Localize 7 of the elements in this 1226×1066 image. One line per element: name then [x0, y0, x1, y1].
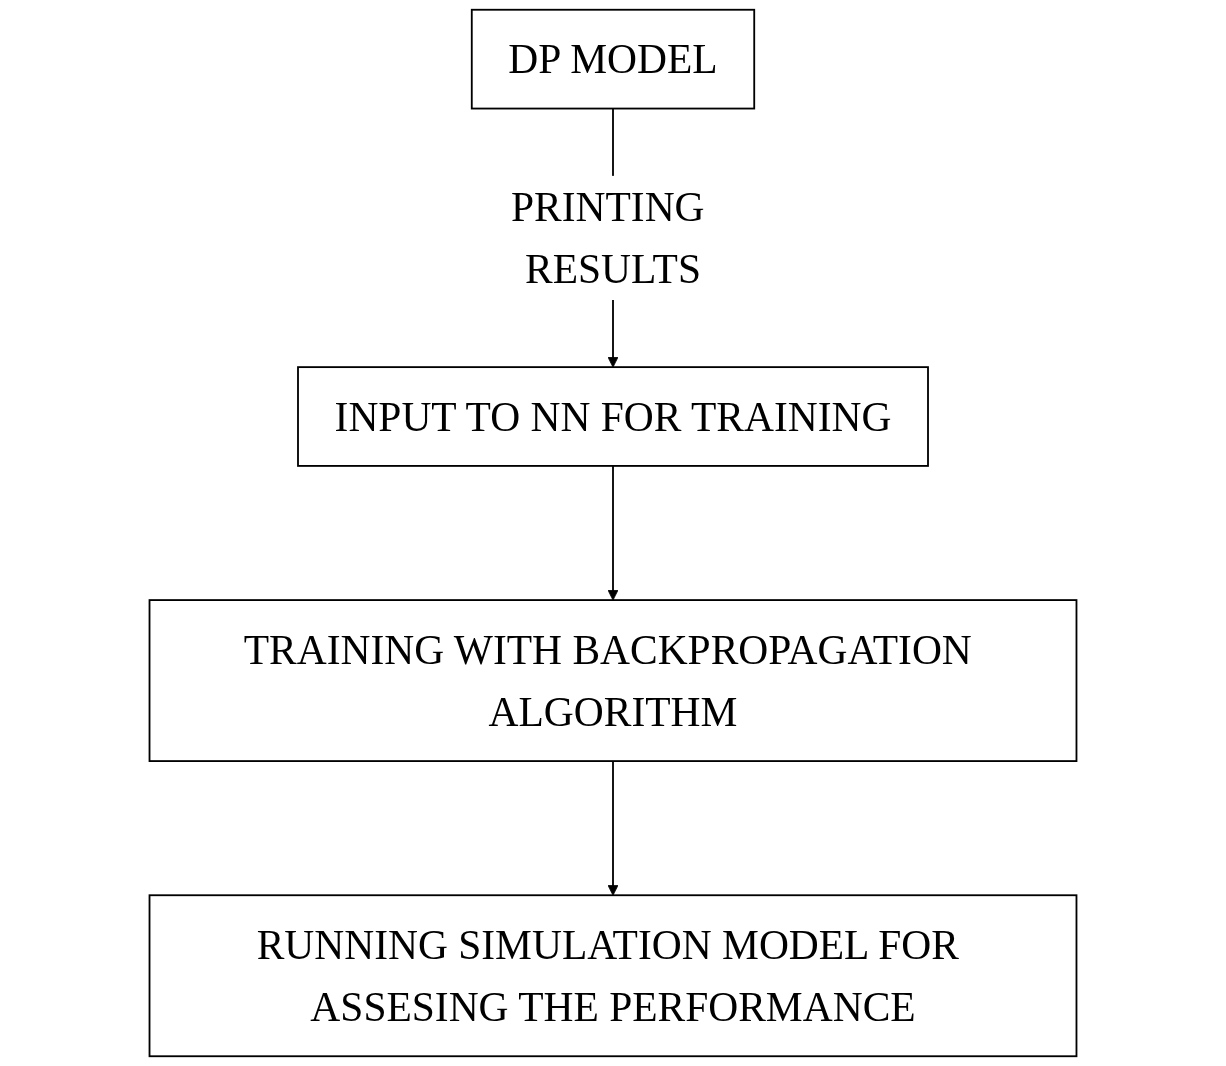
- node-box: DP MODEL: [470, 8, 756, 110]
- edge-label: PRINTING RESULTS: [511, 184, 705, 292]
- arrow: [607, 760, 619, 896]
- node-box: RUNNING SIMULATION MODEL FOR ASSESING THE PERFORMANCE: [148, 894, 1078, 1058]
- node-box: INPUT TO NN FOR TRAINING: [297, 366, 929, 467]
- node-box: TRAINING WITH BACKPROPAGATION ALGORITHM: [148, 599, 1078, 762]
- arrow: [607, 465, 619, 601]
